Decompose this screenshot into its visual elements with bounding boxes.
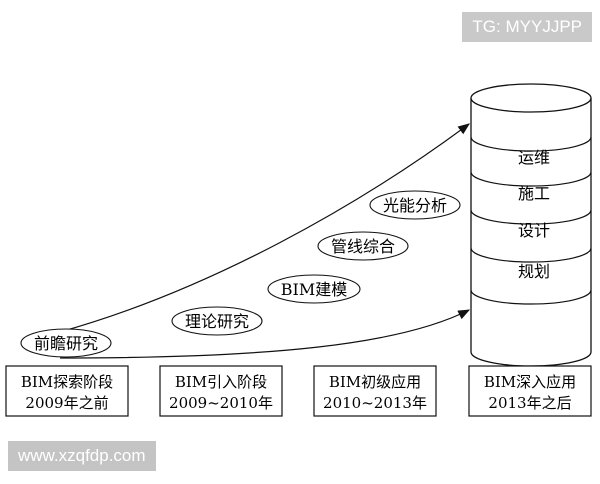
bubble-pipeline-integration: 管线综合 [317,231,409,261]
cylinder-divider-3 [470,209,592,225]
bubble-label: 管线综合 [331,237,395,256]
stage-title: BIM探索阶段 [21,373,113,391]
stage-period: 2009年之前 [25,394,108,412]
cylinder-divider-1 [470,136,592,152]
bubble-prospective-research: 前瞻研究 [20,328,112,358]
stage-period: 2009~2010年 [169,394,273,412]
stage-box-initial-application: BIM初级应用 2010~2013年 [313,365,437,417]
bubble-label: 前瞻研究 [34,334,98,353]
stage-title: BIM引入阶段 [175,373,267,391]
bubble-light-energy-analysis: 光能分析 [369,190,461,220]
stage-box-introduction: BIM引入阶段 2009~2010年 [159,365,283,417]
cylinder: 运维 施工 设计 规划 [470,83,592,367]
bubble-label: 光能分析 [383,196,447,215]
bubble-theory-research: 理论研究 [171,306,263,336]
cylinder-divider-5 [470,289,592,305]
watermark-bottom: www.xzqfdp.com [8,441,156,471]
stage-title: BIM初级应用 [329,373,421,391]
stage-period: 2010~2013年 [323,394,427,412]
stage-period: 2013年之后 [488,394,571,412]
watermark-top: TG: MYYJJPP [462,12,592,42]
cylinder-top [470,83,592,113]
bubble-label: BIM建模 [281,280,347,299]
stage-box-deep-application: BIM深入应用 2013年之后 [468,365,592,417]
stage-title: BIM深入应用 [484,373,576,391]
arrow-lower [59,309,471,359]
layer-label-construction: 施工 [518,184,550,203]
stage-box-exploration: BIM探索阶段 2009年之前 [5,365,129,417]
cylinder-divider-2 [470,171,592,187]
arrow-upper [59,123,470,333]
cylinder-divider-4 [470,247,592,263]
bubble-label: 理论研究 [185,312,249,331]
layer-label-ops: 运维 [518,148,550,167]
bubble-bim-modeling: BIM建模 [267,274,361,304]
layer-label-planning: 规划 [518,262,550,281]
layer-label-design: 设计 [518,221,550,240]
